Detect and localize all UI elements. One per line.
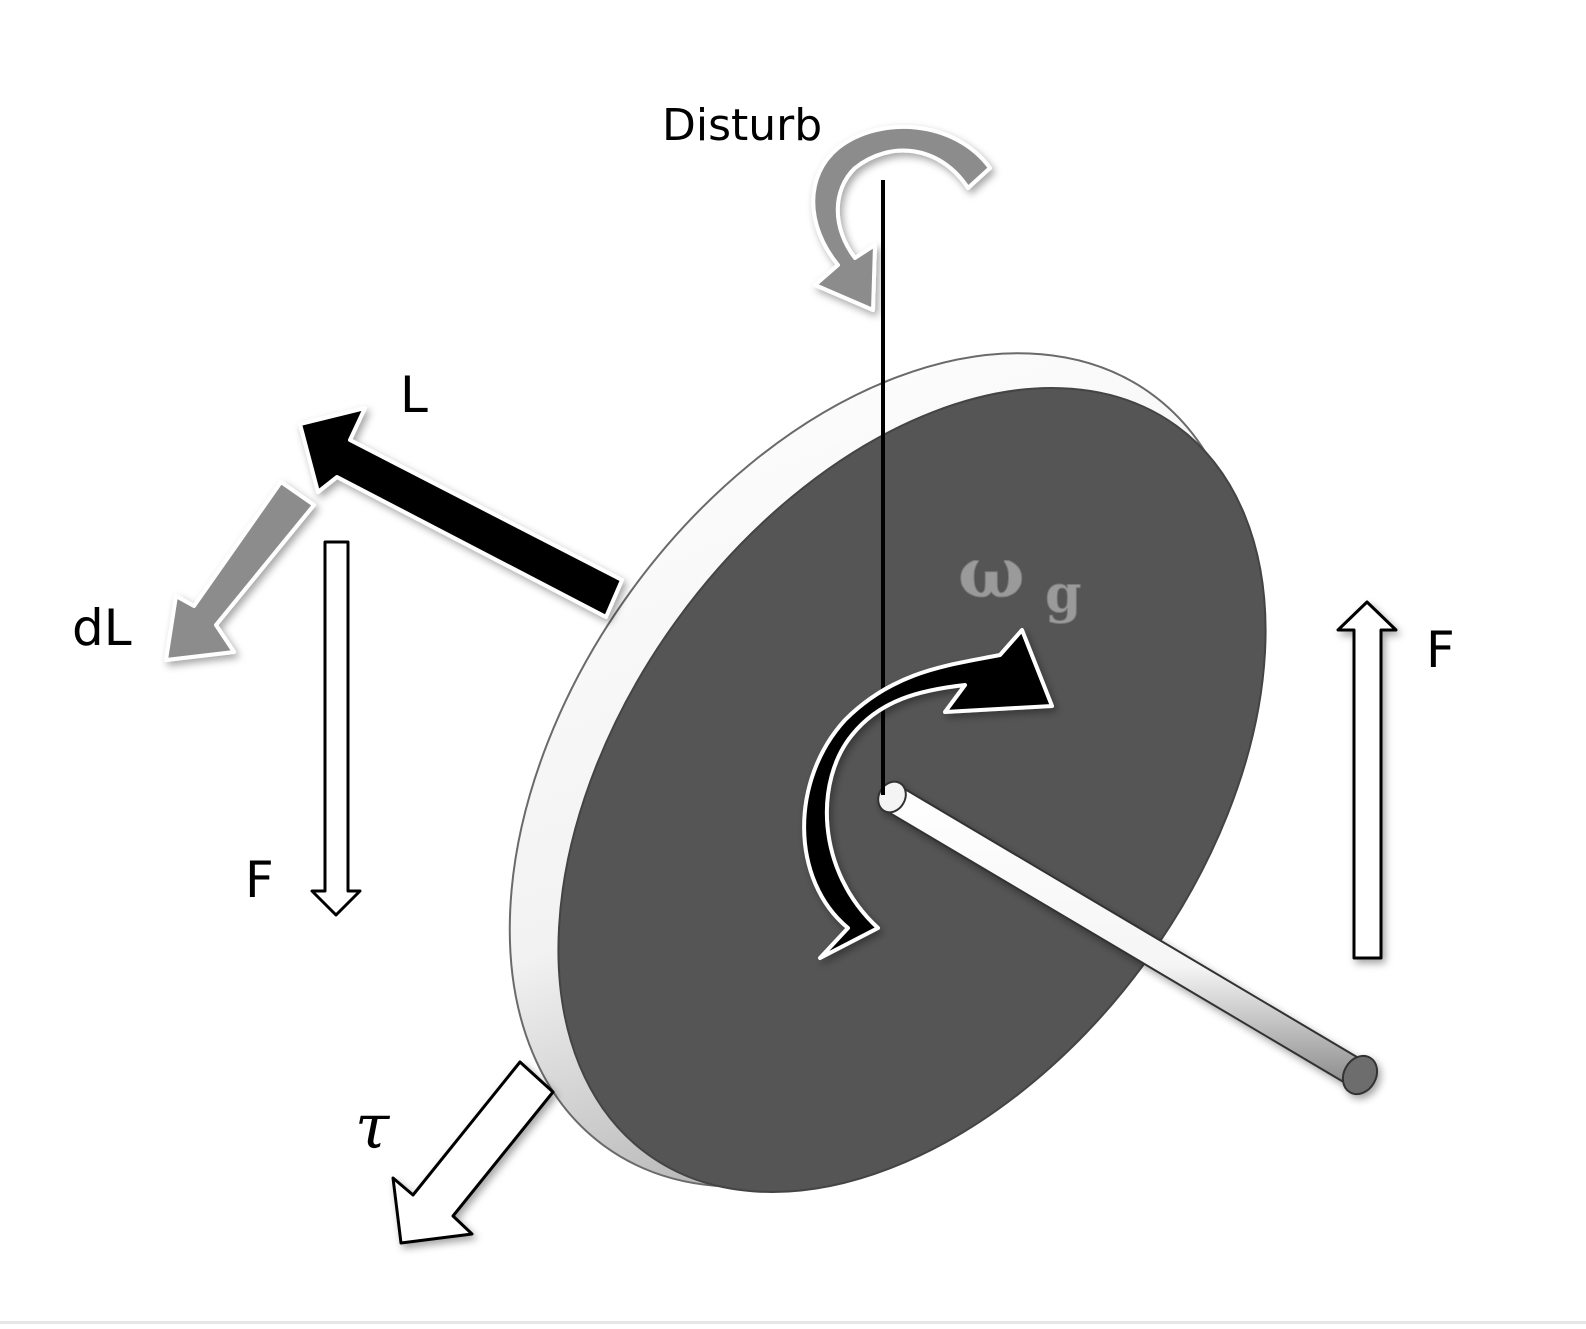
L-arrow [298,406,624,619]
force-left-label: F [245,851,274,909]
omega-subscript-label: g [1045,564,1081,625]
disk [508,352,1267,1193]
force-down-arrow [310,540,362,917]
L-label: L [400,366,428,424]
axle [877,780,1379,1096]
force-right-label: F [1426,621,1455,679]
disturb-arrow [811,124,992,312]
torque-label: τ [355,1090,391,1163]
dL-label: dL [72,599,132,657]
torque-arrow [391,1060,555,1245]
disturb-label: Disturb [662,100,822,151]
bottom-divider [0,1321,1586,1324]
dL-arrow [164,480,316,662]
spin-arrow [802,628,1054,960]
force-up-arrow [1336,600,1398,960]
omega-label: ω [958,531,1025,614]
